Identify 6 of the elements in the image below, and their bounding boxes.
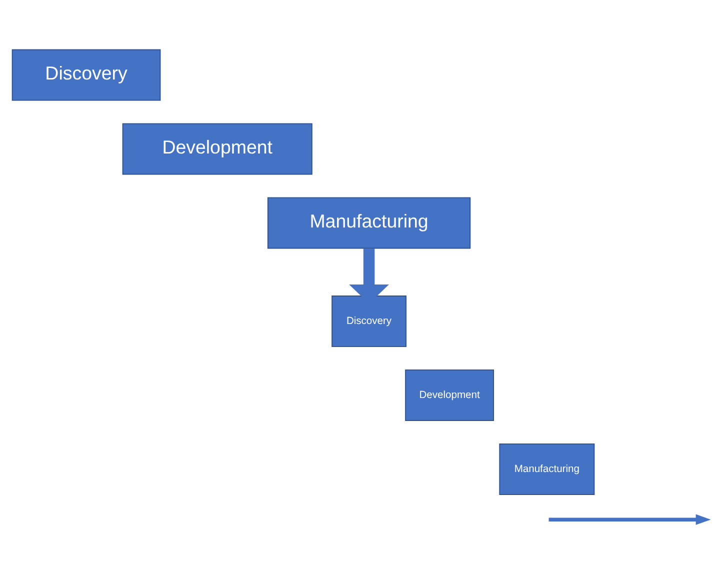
- node-box: Manufacturing: [499, 442, 595, 494]
- node-box: Discovery: [332, 295, 406, 347]
- node-box: Discovery: [12, 48, 161, 100]
- node-box: Development: [122, 122, 312, 174]
- node-box: Manufacturing: [267, 196, 471, 248]
- node-box: Development: [405, 368, 494, 420]
